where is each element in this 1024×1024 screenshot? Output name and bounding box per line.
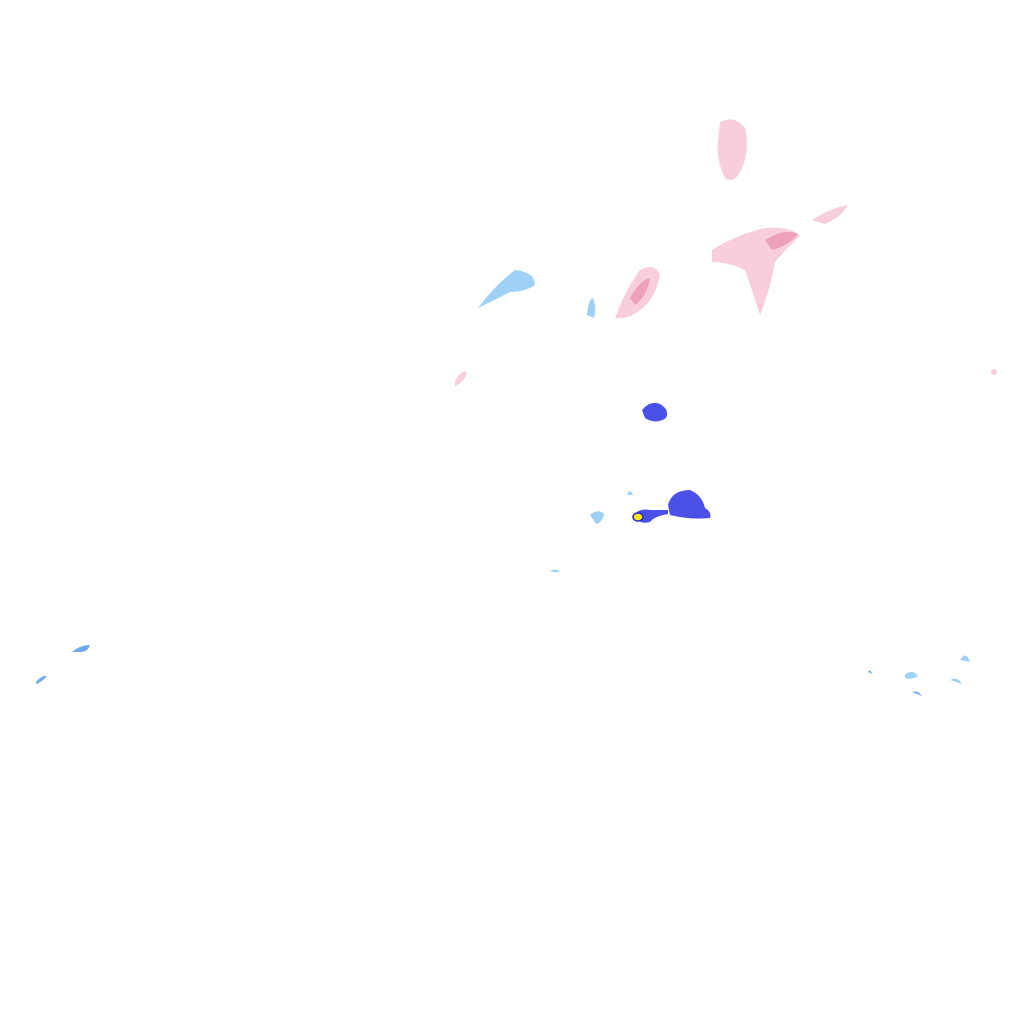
- snow-echo: [630, 278, 650, 305]
- rain-echoes-light: [478, 270, 970, 684]
- rain-echo: [590, 511, 604, 524]
- snow-echo: [765, 232, 798, 250]
- snow-echo: [717, 119, 747, 181]
- rain-echo: [668, 490, 711, 519]
- rain-echo: [912, 691, 922, 696]
- rain-echoes-heavy: [633, 402, 711, 523]
- rain-echo: [627, 491, 633, 495]
- rain-echo: [36, 675, 47, 684]
- rain-echo: [72, 645, 90, 652]
- snow-echo: [812, 205, 848, 224]
- rain-echo-core: [632, 512, 644, 522]
- rain-echoes-moderate: [36, 645, 922, 696]
- rain-echo: [905, 671, 918, 679]
- rain-echoes-extreme: [632, 512, 644, 522]
- snow-echo: [712, 227, 800, 315]
- rain-echo: [587, 298, 596, 318]
- snow-echoes: [455, 119, 997, 386]
- rain-echo: [960, 655, 970, 662]
- rain-echo: [478, 270, 535, 308]
- snow-echo: [991, 369, 997, 375]
- rain-echo: [868, 670, 872, 674]
- rain-echo: [642, 402, 668, 422]
- snow-echo: [455, 371, 467, 386]
- rain-echo: [550, 569, 560, 572]
- rain-echo: [950, 678, 962, 684]
- snow-echoes-moderate: [630, 232, 798, 305]
